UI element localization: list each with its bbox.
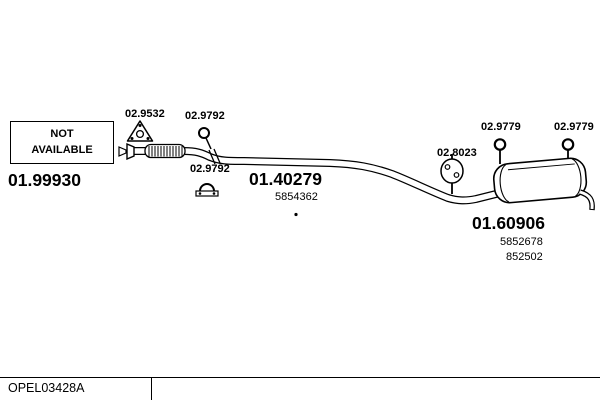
pipe-clamp-front-icon bbox=[198, 127, 212, 150]
exhaust-pipe bbox=[134, 147, 501, 205]
label-flange-gasket: 02.9532 bbox=[125, 108, 165, 120]
label-clamp-front: 02.9792 bbox=[185, 110, 225, 122]
rubber-hanger-rear-left-icon bbox=[493, 138, 507, 164]
front-flange-shape bbox=[118, 142, 135, 161]
diagram-code: OPEL03428A bbox=[8, 381, 85, 395]
pipe-clamp-mid-icon bbox=[195, 183, 219, 197]
part-number-front: 01.99930 bbox=[8, 170, 81, 190]
rear-silencer-shape bbox=[492, 157, 588, 204]
label-clamp-mid: 02.9792 bbox=[190, 163, 230, 175]
not-available-box: NOT AVAILABLE bbox=[10, 121, 114, 164]
mark-dot bbox=[294, 212, 298, 217]
label-hanger-mid: 02.8023 bbox=[437, 147, 477, 159]
not-available-line1: NOT bbox=[50, 127, 74, 140]
rubber-hanger-mid-icon bbox=[440, 154, 464, 194]
oe-ref-rear-silencer-1: 5852678 bbox=[500, 236, 543, 248]
footer-box-edge bbox=[151, 377, 152, 400]
part-number-rear-silencer: 01.60906 bbox=[472, 213, 545, 233]
not-available-line2: AVAILABLE bbox=[31, 143, 93, 156]
rubber-hanger-rear-right-icon bbox=[561, 138, 575, 158]
flex-pipe-section bbox=[144, 143, 186, 159]
footer-divider bbox=[0, 377, 600, 378]
tailpipe-shape bbox=[579, 189, 595, 211]
part-number-centre-pipe: 01.40279 bbox=[249, 169, 322, 189]
triangle-gasket-icon bbox=[126, 120, 154, 142]
oe-ref-centre-pipe: 5854362 bbox=[275, 191, 318, 203]
label-hanger-rear-left: 02.9779 bbox=[481, 121, 521, 133]
label-hanger-rear-right: 02.9779 bbox=[554, 121, 594, 133]
oe-ref-rear-silencer-2: 852502 bbox=[506, 251, 543, 263]
